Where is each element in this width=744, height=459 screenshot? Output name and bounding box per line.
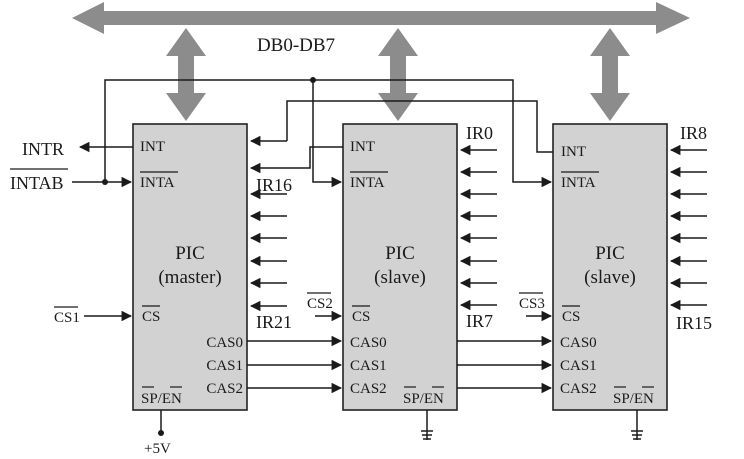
slave2-cs-pin: CS [562,309,580,325]
slave2-cas2-pin: CAS2 [560,381,597,397]
slave2-cas0-pin: CAS0 [560,335,597,351]
intab-label: INTAB [10,173,64,193]
master-cas1-pin: CAS1 [206,358,243,374]
slave1-cas2-pin: CAS2 [350,381,387,397]
slave1-ir-inputs [459,144,497,311]
master-int-pin: INT [140,139,165,155]
slave2-int-return [286,100,553,153]
slave1-int-pin: INT [350,139,375,155]
bus-label: DB0-DB7 [257,35,335,56]
slave1-cas1-pin: CAS1 [350,358,387,374]
slave1-role: (slave) [374,267,426,288]
master-cas2-pin: CAS2 [206,381,243,397]
master-cas0-pin: CAS0 [206,335,243,351]
cs2-label: CS2 [307,296,333,312]
cascade-lines [247,335,553,394]
master-inta-pin: INTA [140,175,175,191]
inta-to-slave1 [312,80,343,188]
slave1-inta-pin: INTA [350,175,385,191]
bus-link-slave1 [378,28,418,121]
slave2-role: (slave) [584,267,636,288]
slave2-int-pin: INT [561,144,586,160]
master-title: PIC [175,243,205,264]
data-bus: DB0-DB7 [72,2,690,121]
master-cs-pin: CS [142,309,160,325]
master-role: (master) [158,267,221,288]
slave1-cs-pin: CS [352,309,370,325]
master-spen-pin: SP/EN [141,391,182,407]
slave1-ground-icon [421,410,433,440]
slave2-inta-pin: INTA [561,175,596,191]
ir0-label: IR0 [466,123,493,143]
bus-link-slave2 [590,28,630,121]
intr-label: INTR [22,139,64,159]
ir15-label: IR15 [676,313,712,333]
slave2-title: PIC [595,243,625,264]
ir21-label: IR21 [256,312,292,332]
master-ir-inputs [249,188,287,312]
slave1-title: PIC [385,243,415,264]
bus-link-master [166,28,206,121]
inta-bus [104,79,553,188]
ir7-label: IR7 [466,311,493,331]
slave2-spen-pin: SP/EN [613,391,654,407]
slave2-ground-icon [631,410,643,440]
vcc-label: +5V [144,441,171,457]
ir8-label: IR8 [680,123,707,143]
cs1-label: CS1 [54,310,80,326]
slave1-spen-pin: SP/EN [403,391,444,407]
slave2-ir-inputs [669,144,707,311]
slave1-cas0-pin: CAS0 [350,335,387,351]
cs3-label: CS3 [519,296,545,312]
ir16-label: IR16 [256,175,292,195]
slave2-cas1-pin: CAS1 [560,358,597,374]
slave1-int-return [249,146,343,174]
